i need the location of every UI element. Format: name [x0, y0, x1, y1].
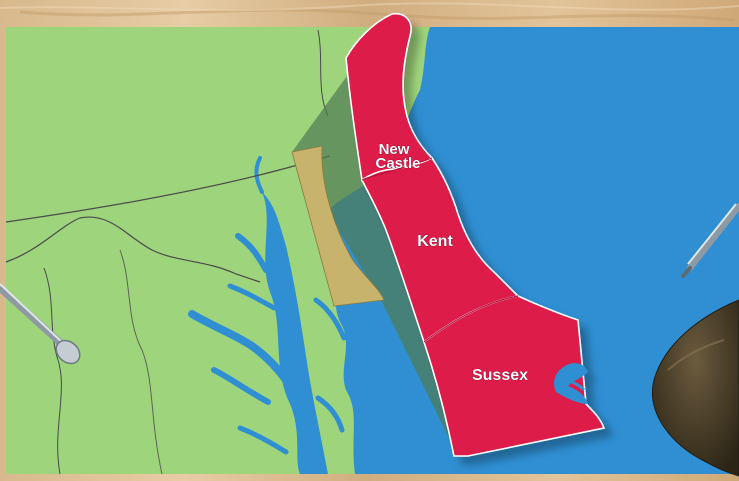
- water-bay: [262, 192, 328, 474]
- water-inlet: [227, 283, 277, 311]
- water-river: [254, 156, 264, 194]
- water-inlet: [211, 367, 271, 405]
- hammer-icon: [652, 299, 739, 477]
- nail-icon: [681, 203, 739, 278]
- wood-grain: [19, 8, 736, 22]
- water-inlet: [188, 310, 290, 384]
- water-inlet: [235, 233, 269, 273]
- state-border: [119, 249, 163, 475]
- state-border: [5, 216, 261, 283]
- water-inlet: [313, 297, 347, 341]
- county-border: [361, 157, 433, 181]
- wood-grain: [0, 2, 739, 12]
- water-inlet: [315, 395, 345, 433]
- water-inlet: [237, 425, 289, 455]
- county-label-kent: Kent: [417, 233, 453, 250]
- county-label-new-castle-line1: New: [379, 141, 410, 158]
- nail-icon: [0, 283, 81, 365]
- delaware-state[interactable]: New Castle Kent Sussex: [345, 12, 606, 457]
- county-label-sussex: Sussex: [472, 367, 528, 384]
- callout-region: [291, 145, 385, 307]
- water-inland-bay: [559, 378, 586, 392]
- county-border: [423, 295, 519, 343]
- state-border: [5, 155, 331, 223]
- water-inland-bay: [554, 363, 588, 404]
- callout-wedge: [292, 58, 454, 448]
- county-label-new-castle-line2: Castle: [375, 155, 420, 172]
- state-border: [43, 267, 62, 475]
- county-new-castle[interactable]: [345, 12, 434, 182]
